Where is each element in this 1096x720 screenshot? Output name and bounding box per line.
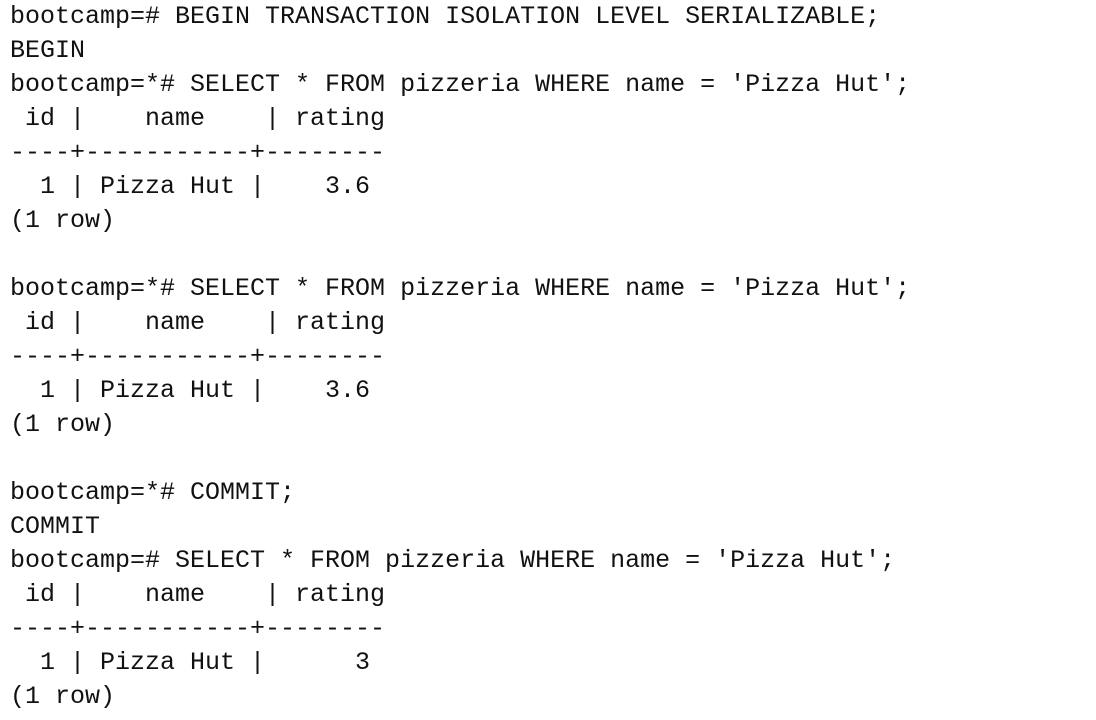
table-separator-1: ----+-----------+--------	[10, 138, 386, 167]
table-header-1: id | name | rating	[10, 104, 386, 133]
prompt-select-2: bootcamp=*# SELECT * FROM pizzeria WHERE…	[10, 274, 911, 303]
row-count-2: (1 row)	[10, 410, 116, 439]
row-count-3: (1 row)	[10, 682, 116, 711]
begin-response: BEGIN	[10, 36, 86, 65]
row-count-1: (1 row)	[10, 206, 116, 235]
commit-response: COMMIT	[10, 512, 101, 541]
blank-line-2	[10, 442, 1096, 476]
table-row-1: 1 | Pizza Hut | 3.6	[10, 172, 371, 201]
table-separator-2: ----+-----------+--------	[10, 342, 386, 371]
table-row-2: 1 | Pizza Hut | 3.6	[10, 376, 371, 405]
blank-line-1	[10, 238, 1096, 272]
table-row-3: 1 | Pizza Hut | 3	[10, 648, 371, 677]
table-header-2: id | name | rating	[10, 308, 386, 337]
prompt-select-3: bootcamp=# SELECT * FROM pizzeria WHERE …	[10, 546, 896, 575]
prompt-select-1: bootcamp=*# SELECT * FROM pizzeria WHERE…	[10, 70, 911, 99]
prompt-begin-transaction: bootcamp=# BEGIN TRANSACTION ISOLATION L…	[10, 2, 881, 31]
table-header-3: id | name | rating	[10, 580, 386, 609]
terminal-output[interactable]: bootcamp=# BEGIN TRANSACTION ISOLATION L…	[10, 0, 1096, 720]
prompt-commit: bootcamp=*# COMMIT;	[10, 478, 296, 507]
table-separator-3: ----+-----------+--------	[10, 614, 386, 643]
